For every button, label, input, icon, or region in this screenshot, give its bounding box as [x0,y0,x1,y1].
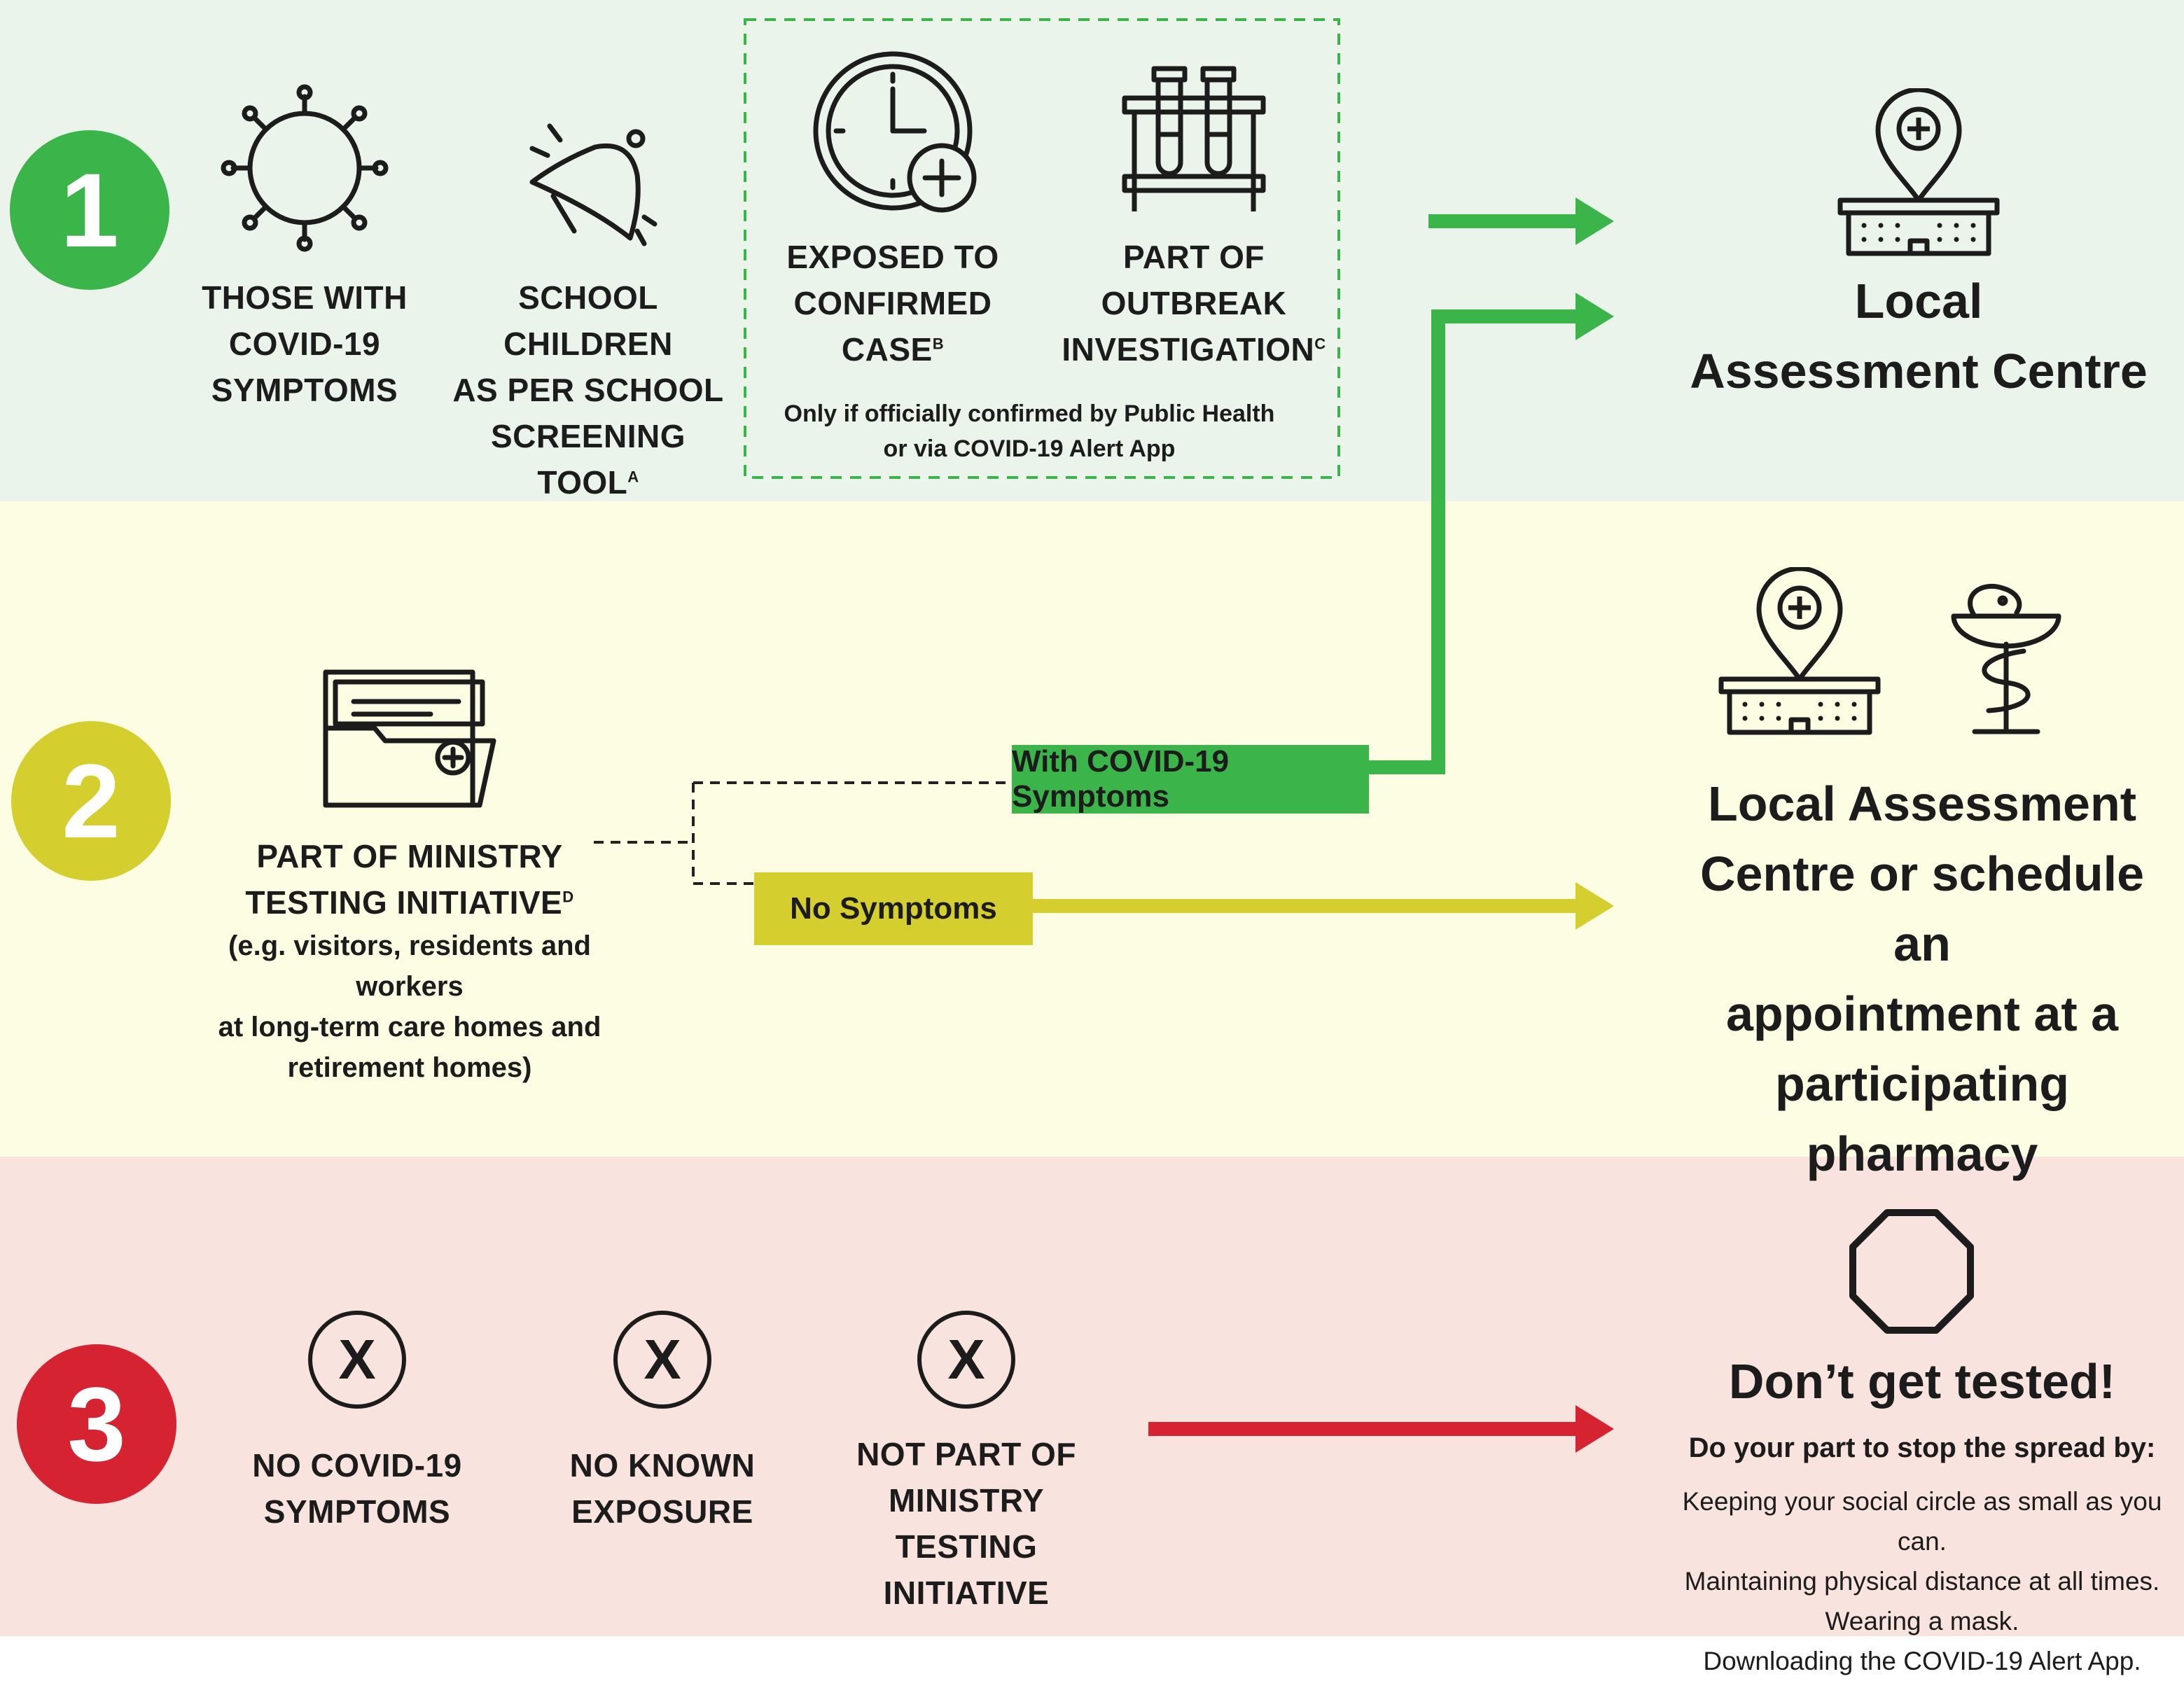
x-circle-icon: X [917,1311,1015,1409]
ministry-testing-detail: (e.g. visitors, residents and workers at… [218,930,601,1083]
no-symptoms-arrow [1029,882,1614,930]
item-exposed-confirmed-case: EXPOSED TO CONFIRMED CASEB [786,239,999,368]
pharmacy-icon [1951,583,2061,734]
branch-bracket [594,781,1012,885]
step-3-number: 3 [17,1344,176,1504]
public-health-note: Only if officially confirmed by Public H… [784,400,1275,462]
item-no-exposure: NO KNOWN EXPOSURE [569,1447,756,1530]
tip: Downloading the COVID-19 Alert App. [1703,1647,2141,1675]
step-3-arrow [1148,1405,1614,1453]
medical-folder-icon [323,669,496,808]
x-circle-icon: X [308,1311,406,1409]
tip: Keeping your social circle as small as y… [1682,1487,2162,1556]
clock-plus-icon [813,51,977,213]
bell-icon [529,123,658,246]
step-2-number: 2 [11,721,171,881]
with-symptoms-tag: With COVID-19 Symptoms [1012,744,1369,814]
prevention-tips: Keeping your social circle as small as y… [1674,1481,2171,1681]
dont-get-tested-title: Don’t get tested! [1728,1354,2116,1409]
step-1-destination: Local Assessment Centre [1690,274,2148,398]
item-school-children: SCHOOL CHILDREN AS PER SCHOOL SCREENING … [452,279,724,501]
assessment-centre-icon [1718,567,1881,735]
item-covid-symptoms: THOSE WITH COVID-19 SYMPTOMS [202,279,408,408]
test-tubes-icon [1122,66,1266,211]
stop-sign-icon [1849,1209,1974,1334]
stop-spread-subtitle: Do your part to stop the spread by: [1688,1432,2156,1463]
step-1-number: 1 [10,130,169,290]
no-symptoms-tag: No Symptoms [754,872,1033,945]
tip: Wearing a mask. [1825,1607,2019,1635]
item-not-ministry: NOT PART OF MINISTRY TESTING INITIATIVE [856,1436,1076,1611]
step-1-arrow [1428,197,1614,245]
tip: Maintaining physical distance at all tim… [1684,1567,2160,1596]
ministry-testing-label: PART OF MINISTRY TESTING INITIATIVED [245,838,574,921]
flow-connectors [594,18,1614,1453]
item-no-symptoms: NO COVID-19 SYMPTOMS [252,1447,462,1530]
symptoms-path-arrow [1365,293,1614,774]
step-2-destination: Local Assessment Centre or schedule an a… [1699,776,2145,1181]
conditional-group-box [744,18,1340,479]
virus-icon [221,84,389,252]
item-outbreak-investigation: PART OF OUTBREAK INVESTIGATIONC [1062,239,1326,368]
x-circle-icon: X [613,1311,711,1409]
assessment-centre-icon [1837,88,2000,256]
step-1-band [0,0,2184,501]
